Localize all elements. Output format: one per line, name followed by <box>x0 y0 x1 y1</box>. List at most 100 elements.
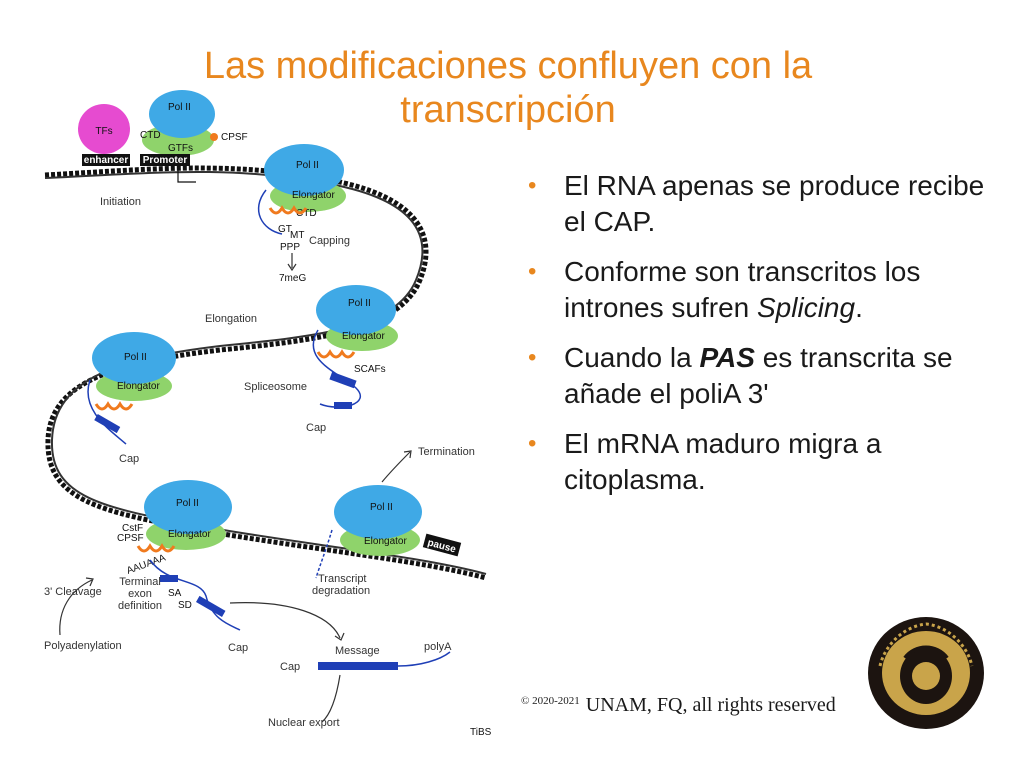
message-label: Message <box>335 645 380 657</box>
cap-label: Cap <box>228 642 248 654</box>
termination-arrowhead <box>403 450 412 459</box>
ctd-label: CTD <box>140 130 161 141</box>
copyright-mark: © 2020-2021 <box>521 695 580 707</box>
elongator-label: Elongator <box>342 331 385 342</box>
mt-label: MT <box>290 230 304 241</box>
exon-box <box>196 595 226 617</box>
mrna-message <box>318 662 398 670</box>
transcription-diagram: TFs Pol II CTD GTFs CPSF enhancer Promot… <box>44 90 492 738</box>
ppp-label: PPP <box>280 242 300 253</box>
initiation-label: Initiation <box>100 196 141 208</box>
terminal-exon-line: Terminal <box>119 576 161 588</box>
start-arrow <box>177 166 196 183</box>
gtfs-label: GTFs <box>168 143 193 154</box>
scafs-label: SCAFs <box>354 364 386 375</box>
copyright-text: UNAM, FQ, all rights reserved <box>585 694 836 716</box>
ctd-tail <box>316 349 356 359</box>
bullet-item: • El RNA apenas se produce recibe el CAP. <box>528 168 998 240</box>
elongator-label: Elongator <box>117 381 160 392</box>
bullet-item: •El mRNA maduro migra a citoplasma. <box>528 426 998 498</box>
pol2-enzyme <box>316 285 396 335</box>
ctd-tail <box>268 205 308 215</box>
promoter-box <box>140 154 190 166</box>
elongator-label: Elongator <box>364 536 407 547</box>
cpsf-label: CPSF <box>117 533 144 544</box>
termination-arrow <box>381 451 411 483</box>
bullet-text: es transcrita se añade el poliA 3' <box>564 342 953 409</box>
exon-box <box>94 414 121 434</box>
exon-box <box>160 575 178 582</box>
spliceosome-box <box>329 371 357 389</box>
pause-box <box>422 533 462 557</box>
polya-label: polyA <box>424 641 452 653</box>
pol2-label: Pol II <box>370 502 393 513</box>
pol2-enzyme <box>92 332 176 384</box>
polyadenylation-label: Polyadenylation <box>44 640 122 652</box>
auaa-label: AAUAAA <box>125 552 167 576</box>
pol2-enzyme <box>264 144 344 196</box>
transcript-deg-line: Transcript <box>318 573 367 585</box>
bullet-marker: • <box>528 344 537 371</box>
nuclear-export-label: Nuclear export <box>268 717 340 729</box>
rna-transcript <box>315 529 333 579</box>
slide-title: Las modificaciones confluyen con la tran… <box>203 45 813 131</box>
pol2-label: Pol II <box>168 102 191 113</box>
tibs-label: TiBS <box>470 727 492 738</box>
polya-tail <box>397 651 451 667</box>
transcript-deg-line: degradation <box>312 585 370 597</box>
bullet-marker: • <box>528 172 537 199</box>
message-arrow <box>229 602 341 639</box>
cap-label: Cap <box>306 422 326 434</box>
pol2-label: Pol II <box>296 160 319 171</box>
ctd-tail <box>136 543 176 553</box>
cstf-label: CstF <box>122 523 143 534</box>
ctd-label: CTD <box>296 208 317 219</box>
capping-arrowhead <box>287 263 297 272</box>
bullet-text: Conforme son transcritos los intrones su… <box>564 256 921 323</box>
bullet-text: . <box>855 292 863 323</box>
copyright-notice: © 2020-2021 UNAM, FQ, all rights reserved <box>521 694 836 717</box>
cap-label: Cap <box>119 453 139 465</box>
unam-crest-icon <box>868 617 984 729</box>
termination-label: Termination <box>418 446 475 458</box>
tfs-label: TFs <box>95 126 112 137</box>
terminal-exon-line: definition <box>118 600 162 612</box>
cpsf-label: CPSF <box>221 132 248 143</box>
bullet-marker: • <box>528 258 537 285</box>
bullet-text: El mRNA maduro migra a citoplasma. <box>564 428 882 495</box>
bullet-text: Cuando la <box>564 342 700 373</box>
enhancer-label: enhancer <box>84 155 129 166</box>
pol2-label: Pol II <box>348 298 371 309</box>
bullet-emphasis: Splicing <box>757 292 856 323</box>
pause-label: pause <box>426 537 457 555</box>
terminal-exon-line: exon <box>128 588 152 600</box>
cap-label: Cap <box>280 661 300 673</box>
ctd-tail <box>94 401 134 411</box>
rna-transcript <box>257 189 283 235</box>
sa-label: SA <box>168 588 182 599</box>
elongator-label: Elongator <box>292 190 335 201</box>
bullet-item: • Cuando la PAS es transcrita se añade el… <box>528 340 998 412</box>
bullet-list: • El RNA apenas se produce recibe el CAP.… <box>528 168 998 512</box>
rna-transcript <box>149 559 241 631</box>
bullet-emphasis: PAS <box>699 342 755 373</box>
exon-box <box>334 402 352 409</box>
bullet-text: El RNA apenas se produce recibe el CAP. <box>564 170 985 237</box>
promoter-label: Promoter <box>143 155 188 166</box>
message-arrowhead <box>334 632 345 641</box>
pol2-enzyme <box>334 485 422 539</box>
sd-label: SD <box>178 600 192 611</box>
enhancer-box <box>82 154 130 166</box>
gt-label: GT <box>278 224 292 235</box>
pol2-label: Pol II <box>176 498 199 509</box>
nuclear-export-arrow <box>321 674 341 723</box>
pol2-label: Pol II <box>124 352 147 363</box>
cleavage-arrowhead <box>85 577 94 587</box>
sevenmeg-label: 7meG <box>279 273 306 284</box>
bullet-item: • Conforme son transcritos los intrones s… <box>528 254 998 326</box>
tfs-factor <box>78 104 130 154</box>
pol2-enzyme <box>144 480 232 534</box>
capping-label: Capping <box>309 235 350 247</box>
